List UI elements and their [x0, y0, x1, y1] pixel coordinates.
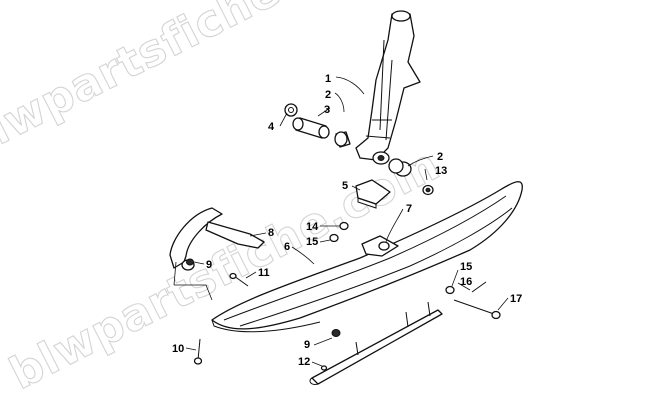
- callout-10: 10: [172, 343, 184, 355]
- callout-14: 14: [306, 221, 319, 233]
- sleeve-part: [292, 117, 330, 139]
- nut-lower-part: [331, 329, 341, 337]
- bolt-16-part: [471, 281, 487, 293]
- callout-13: 13: [435, 165, 447, 177]
- saddle-part: [361, 235, 399, 257]
- wear-bar-part: [309, 301, 443, 385]
- callout-2: 2: [437, 151, 443, 163]
- callout-12: 12: [298, 356, 310, 368]
- callout-6: 6: [284, 241, 290, 253]
- callout-3: 3: [324, 104, 330, 116]
- callout-7: 7: [406, 203, 412, 215]
- bolt-17-part: [453, 299, 501, 320]
- callout-5: 5: [342, 180, 348, 192]
- nut-upper-part: [186, 258, 194, 266]
- callout-2: 2: [325, 89, 331, 101]
- bolt-10-part: [193, 338, 203, 365]
- washer-15-part: [329, 233, 339, 243]
- spindle-part: [355, 10, 421, 165]
- ski-part: [211, 181, 523, 333]
- callout-1: 1: [325, 73, 331, 85]
- callouts: 1 2 3 4 2 13 5 7 14 15 8 6 9 11 15 16 17…: [172, 73, 522, 368]
- pad-part: [355, 179, 391, 209]
- callout-15: 15: [306, 236, 318, 248]
- callout-9: 9: [206, 259, 212, 271]
- leader-lines: [173, 76, 509, 367]
- washer-14-part: [339, 221, 349, 231]
- callout-16: 16: [460, 276, 472, 288]
- callout-9: 9: [304, 339, 310, 351]
- washer-part: [284, 103, 298, 117]
- washer-15b-part: [445, 285, 455, 295]
- bushing-upper-part: [334, 131, 351, 148]
- bushing-lower-part: [388, 158, 412, 177]
- callout-4: 4: [268, 121, 275, 133]
- callout-17: 17: [510, 293, 522, 305]
- callout-8: 8: [268, 227, 274, 239]
- nut-13-part: [422, 184, 434, 196]
- callout-15: 15: [460, 261, 472, 273]
- bolt-11-part: [229, 272, 249, 287]
- callout-11: 11: [258, 267, 270, 279]
